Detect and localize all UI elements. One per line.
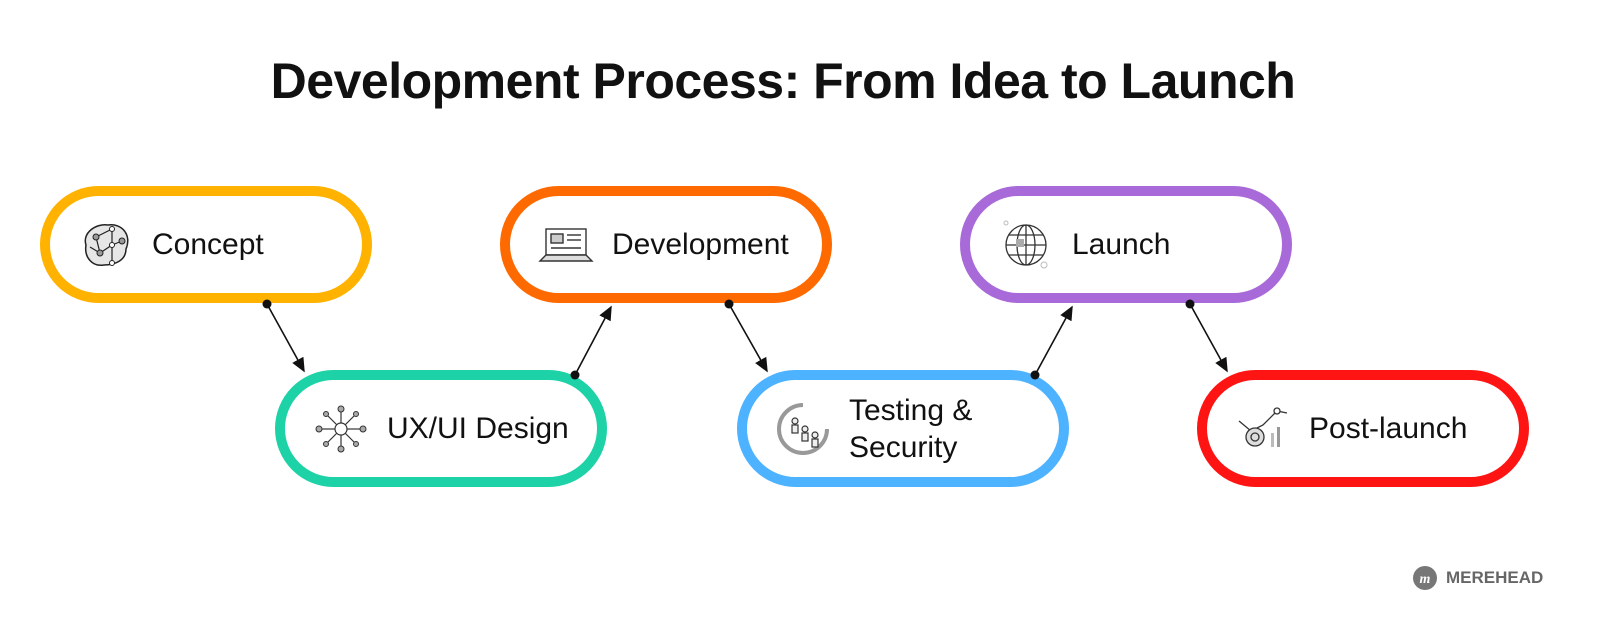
arrow-ux-to-development — [574, 305, 612, 376]
arrow-concept-to-ux — [266, 303, 305, 373]
step-label: UX/UI Design — [387, 412, 569, 445]
laptop-icon — [538, 227, 594, 262]
arrow-testing-to-launch — [1034, 305, 1073, 376]
network-nodes-icon — [315, 405, 367, 452]
step-development: Development — [500, 186, 832, 303]
step-label: Post-launch — [1309, 412, 1468, 445]
step-label: Development — [612, 228, 789, 261]
users-shield-icon — [777, 402, 829, 455]
analytics-chart-icon — [1238, 406, 1288, 447]
merehead-logo-icon: m — [1413, 566, 1437, 590]
step-label: Testing & Security — [849, 393, 973, 464]
arrow-launch-to-postlaunch — [1189, 303, 1228, 373]
step-post-launch: Post-launch — [1197, 370, 1529, 487]
svg-text:m: m — [1420, 572, 1431, 587]
step-testing-security: Testing & Security — [737, 370, 1069, 487]
page-title: Development Process: From Idea to Launch — [270, 53, 1296, 109]
arrow-development-to-testing — [728, 303, 768, 373]
step-concept: Concept — [40, 186, 372, 303]
brand-name: MEREHEAD — [1446, 568, 1544, 587]
step-ux-ui-design: UX/UI Design — [275, 370, 607, 487]
step-label: Concept — [152, 228, 264, 261]
brain-network-icon — [84, 223, 129, 266]
globe-icon — [1003, 220, 1048, 268]
brand-logo: m MEREHEAD — [1412, 565, 1543, 591]
step-launch: Launch — [960, 186, 1292, 303]
step-label: Launch — [1072, 228, 1171, 261]
